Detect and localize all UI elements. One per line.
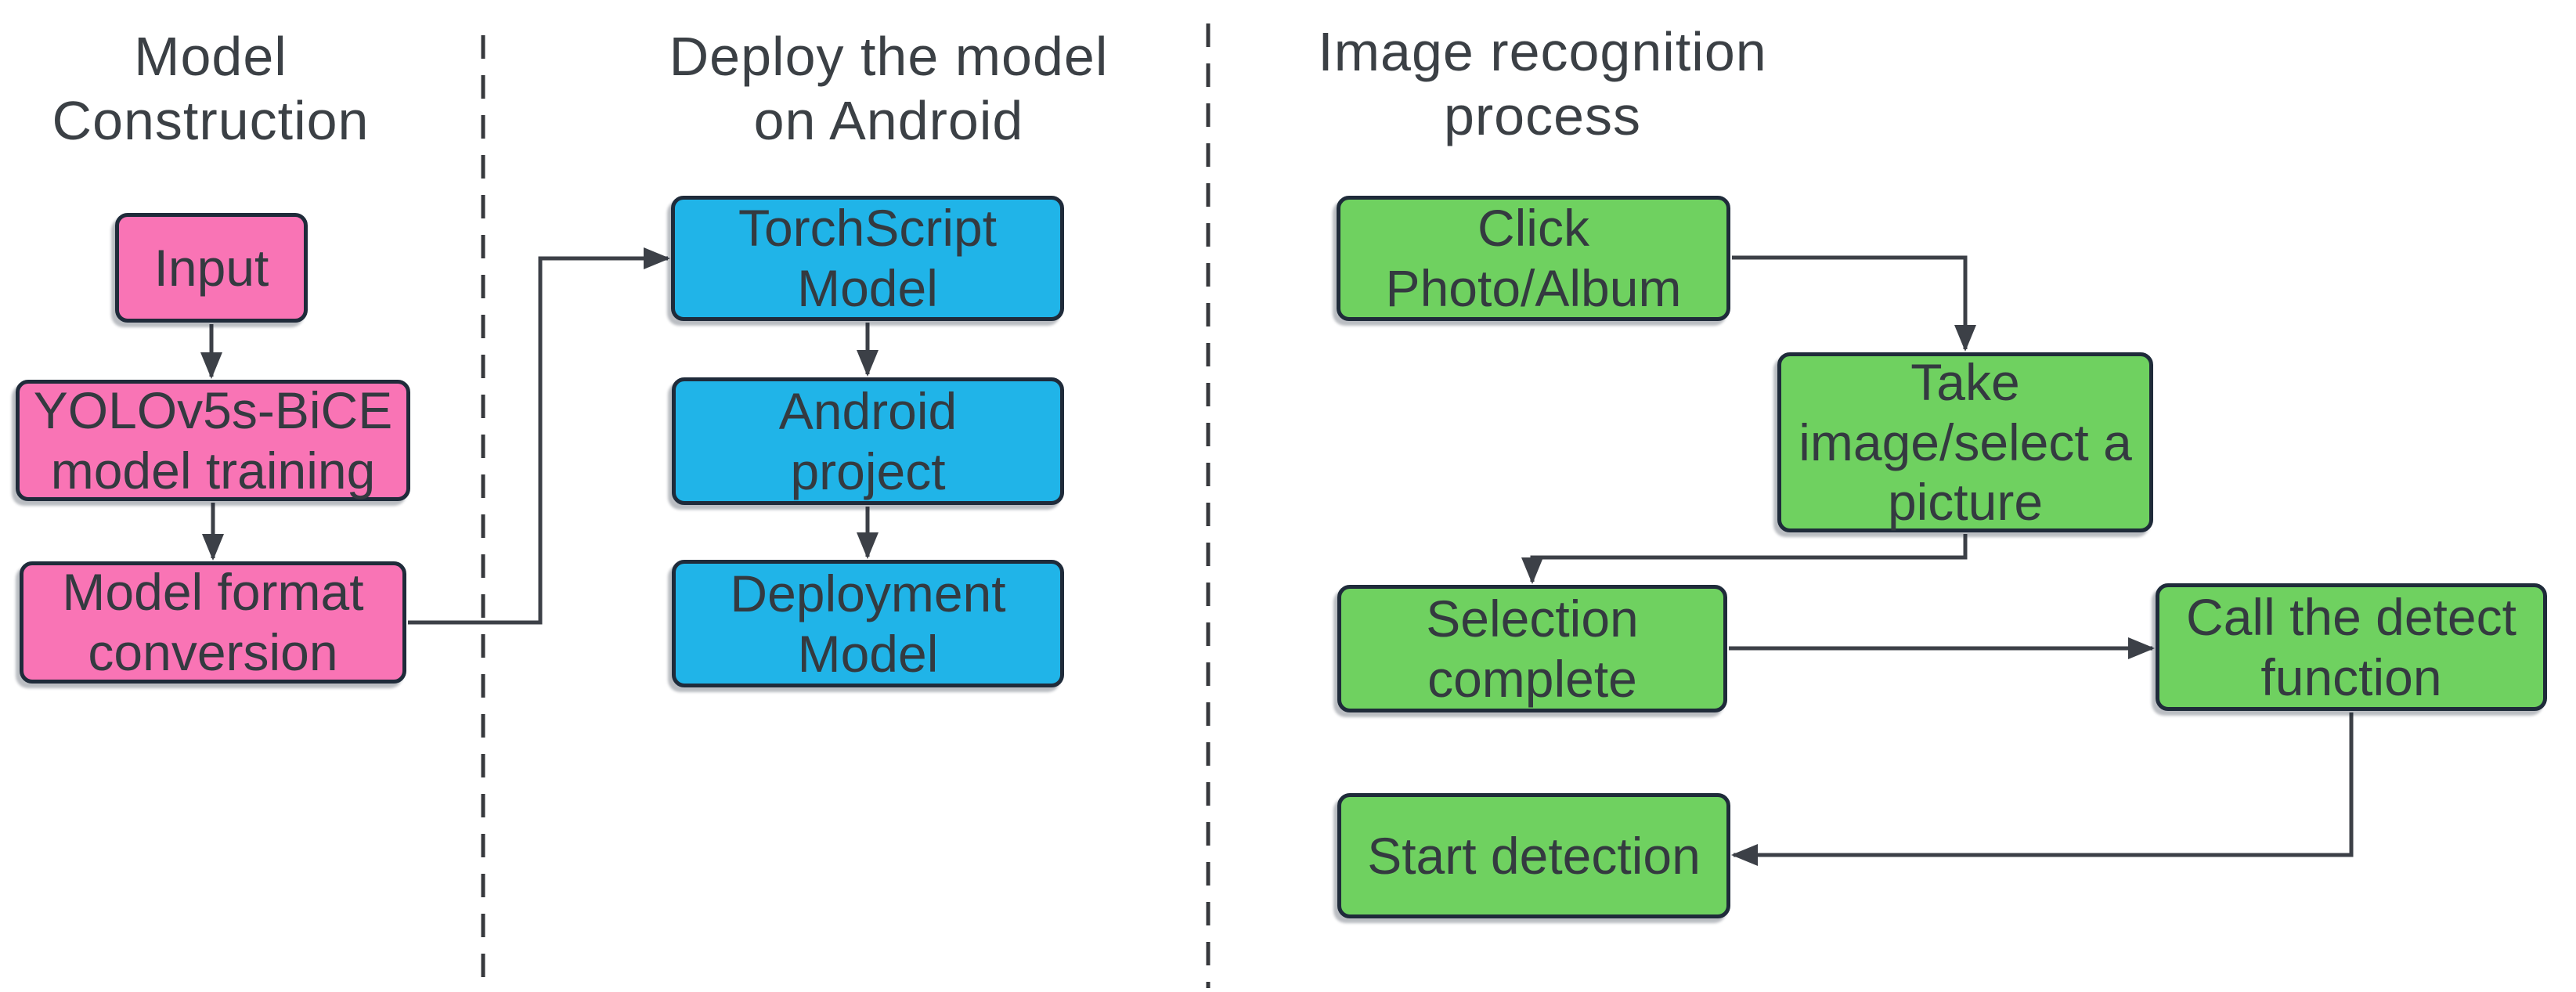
flow-box-take-image-select-a-picture: Take image/select a picture [1777, 352, 2153, 532]
flow-box-selection-complete: Selection complete [1337, 585, 1727, 712]
connector-call-detect-to-start-detection [1731, 712, 2354, 866]
connector-click-photo-to-take-image [1732, 255, 1976, 352]
flow-arrow-group [200, 247, 2354, 866]
flow-box-deployment-model: Deployment Model [672, 560, 1064, 687]
flow-box-android-project: Android project [672, 377, 1064, 505]
column-title-deploy-the-model-on-android: Deploy the model on Android [669, 26, 1109, 151]
flow-box-click-photo-album: Click Photo/Album [1337, 196, 1730, 321]
connector-take-image-to-selection [1521, 534, 1968, 584]
flow-box-call-the-detect-function: Call the detect function [2156, 583, 2547, 711]
dashed-divider-group [481, 23, 1210, 988]
column-title-model-construction: Model Construction [52, 26, 370, 151]
flow-box-start-detection: Start detection [1337, 793, 1730, 918]
flow-box-input: Input [115, 213, 308, 323]
flow-box-torchscript-model: TorchScript Model [671, 196, 1064, 321]
column-title-image-recognition-process: Image recognition process [1318, 21, 1767, 146]
flow-box-yolov5s-bice-model-training: YOLOv5s-BiCE model training [16, 380, 410, 501]
flow-box-model-format-conversion: Model format conversion [20, 561, 406, 684]
connector-format-conv-to-torchscript [408, 247, 670, 625]
